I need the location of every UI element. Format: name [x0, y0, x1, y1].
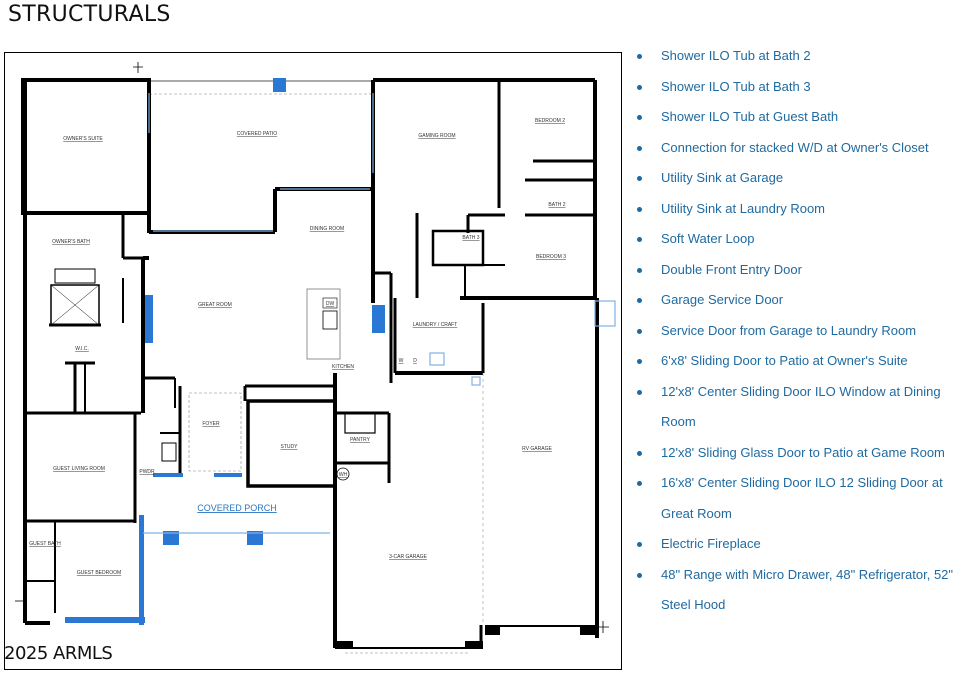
bullet-icon: [637, 359, 642, 364]
svg-text:FOYER: FOYER: [202, 421, 220, 427]
svg-text:DINING ROOM: DINING ROOM: [310, 226, 344, 232]
bullet-icon: [637, 267, 642, 273]
svg-text:RV GARAGE: RV GARAGE: [522, 446, 552, 452]
svg-text:D: D: [413, 358, 417, 364]
bullet-icon: [637, 450, 642, 456]
svg-text:GREAT ROOM: GREAT ROOM: [198, 302, 232, 308]
bullet-icon: [637, 145, 642, 151]
floor-plan: OWNER'S SUITE COVERED PATIO GAMING ROOM …: [4, 52, 622, 670]
svg-text:GAMING ROOM: GAMING ROOM: [418, 133, 455, 139]
svg-text:OWNER'S BATH: OWNER'S BATH: [52, 239, 90, 245]
feature-item: Garage Service Door: [630, 285, 975, 316]
floor-plan-drawing: OWNER'S SUITE COVERED PATIO GAMING ROOM …: [15, 62, 616, 654]
feature-item: Shower ILO Tub at Bath 2: [630, 41, 975, 72]
svg-text:COVERED PORCH: COVERED PORCH: [197, 503, 277, 513]
bullet-icon: [637, 328, 642, 334]
copyright-watermark: 2025 ARMLS: [4, 643, 113, 664]
page-title: STRUCTURALS: [8, 2, 171, 27]
feature-item: 12'x8' Center Sliding Door ILO Window at…: [630, 377, 975, 438]
bullet-icon: [637, 176, 642, 181]
feature-item: Electric Fireplace: [630, 529, 975, 560]
svg-text:BATH 3: BATH 3: [462, 235, 479, 241]
feature-item: Connection for stacked W/D at Owner's Cl…: [630, 133, 975, 164]
svg-text:W: W: [399, 358, 404, 364]
feature-item: Service Door from Garage to Laundry Room: [630, 316, 975, 347]
feature-item: 48" Range with Micro Drawer, 48" Refrige…: [630, 560, 975, 621]
feature-item: 16'x8' Center Sliding Door ILO 12 Slidin…: [630, 468, 975, 529]
feature-item: 12'x8' Sliding Glass Door to Patio at Ga…: [630, 438, 975, 469]
svg-text:W.I.C.: W.I.C.: [75, 346, 89, 352]
feature-item: Shower ILO Tub at Bath 3: [630, 72, 975, 103]
svg-text:BEDROOM 2: BEDROOM 2: [535, 118, 565, 124]
svg-text:PANTRY: PANTRY: [350, 437, 370, 443]
bullet-icon: [637, 84, 642, 90]
bullet-icon: [637, 572, 642, 578]
feature-item: Utility Sink at Garage: [630, 163, 975, 194]
svg-text:3-CAR GARAGE: 3-CAR GARAGE: [389, 554, 427, 560]
svg-text:COVERED PATIO: COVERED PATIO: [237, 131, 277, 137]
bullet-icon: [637, 389, 642, 395]
svg-text:DW: DW: [326, 301, 335, 307]
svg-text:GUEST BATH: GUEST BATH: [29, 541, 61, 547]
svg-text:PWDR: PWDR: [139, 469, 155, 475]
feature-item: Soft Water Loop: [630, 224, 975, 255]
bullet-icon: [637, 298, 642, 303]
feature-item: Utility Sink at Laundry Room: [630, 194, 975, 225]
bullet-icon: [637, 542, 642, 547]
bullet-icon: [637, 115, 642, 120]
bullet-icon: [637, 206, 642, 212]
svg-text:BATH 2: BATH 2: [548, 202, 565, 208]
svg-text:OWNER'S SUITE: OWNER'S SUITE: [63, 136, 103, 142]
feature-item: Double Front Entry Door: [630, 255, 975, 286]
svg-text:BEDROOM 3: BEDROOM 3: [536, 254, 566, 260]
svg-text:STUDY: STUDY: [281, 444, 299, 450]
svg-text:GUEST LIVING ROOM: GUEST LIVING ROOM: [53, 466, 105, 472]
svg-text:KITCHEN: KITCHEN: [332, 364, 354, 370]
svg-text:LAUNDRY / CRAFT: LAUNDRY / CRAFT: [413, 322, 458, 328]
feature-item: 6'x8' Sliding Door to Patio at Owner's S…: [630, 346, 975, 377]
bullet-icon: [637, 481, 642, 486]
structural-features-list: Shower ILO Tub at Bath 2 Shower ILO Tub …: [630, 41, 975, 621]
feature-item: Shower ILO Tub at Guest Bath: [630, 102, 975, 133]
bullet-icon: [637, 54, 642, 59]
bullet-icon: [637, 237, 642, 242]
svg-text:GUEST BEDROOM: GUEST BEDROOM: [77, 570, 121, 576]
svg-text:WH: WH: [339, 472, 348, 478]
